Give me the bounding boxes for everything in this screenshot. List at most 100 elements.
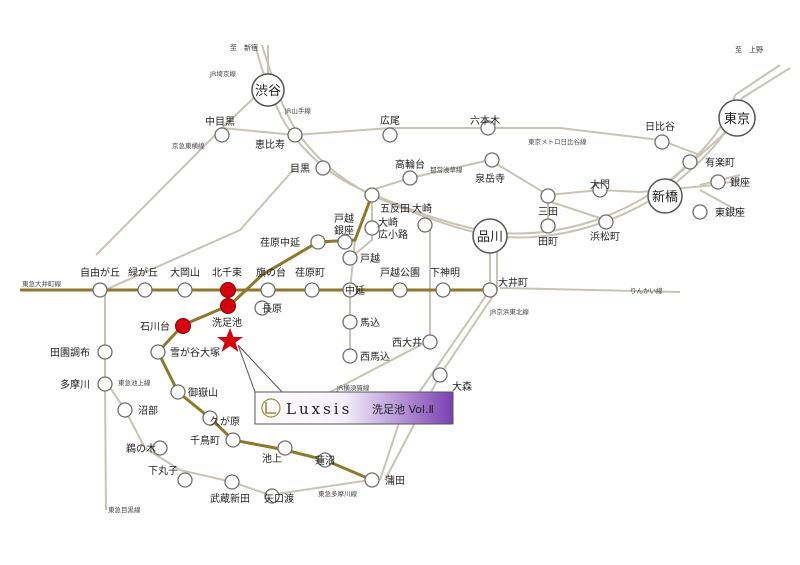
station-ikegami (277, 440, 293, 456)
label-daimon: 大門 (590, 178, 610, 191)
jr-keihin-tohoku-line (379, 232, 491, 481)
station-yukigayaotsuka (150, 344, 166, 360)
label-togoshiginza-2: 銀座 (334, 224, 354, 237)
label-ginza: 銀座 (730, 176, 750, 189)
label-magome: 馬込 (360, 317, 380, 329)
toei-asakusa-line (371, 158, 741, 197)
label-ebisu: 恵比寿 (255, 138, 285, 151)
line-label-metro-hibiya: 東京メトロ日比谷線 (528, 137, 587, 146)
line-label-tokyu-oimachi: 東急大井町線 (22, 279, 62, 288)
label-sengakuji: 泉岳寺 (475, 172, 505, 185)
callout-property: 洗足池 Vol.Ⅱ (372, 403, 434, 416)
label-omori: 大森 (452, 380, 472, 393)
label-nakameguro: 中目黒 (205, 115, 235, 128)
line-label-tokyu-tamagawa: 東急多摩川線 (318, 489, 358, 498)
label-mita: 三田 (538, 207, 558, 218)
station-osakihirokoji (364, 220, 380, 236)
label-tamachi: 田町 (538, 237, 558, 248)
label-nakanobu: 中延 (345, 284, 365, 297)
station-numabe (117, 402, 133, 418)
station-ontakesan (170, 384, 186, 400)
station-omori (432, 367, 448, 383)
station-togoshikoen (392, 282, 408, 298)
label-kamata: 蒲田 (385, 474, 405, 487)
label-togoshiginza-1: 戸越 (334, 212, 354, 225)
property-callout: Luxsis 洗足池 Vol.Ⅱ (254, 391, 454, 425)
label-hasunuma: 蓮沼 (315, 454, 335, 467)
callout-pointer (237, 344, 284, 393)
station-kugahara (202, 410, 218, 426)
station-tamagawa (97, 376, 113, 392)
hub-shinbashi (647, 178, 683, 214)
direction-ueno: 至 上野 (735, 45, 763, 54)
station-hamamatsucho (598, 214, 614, 230)
station-ishikawadai-highlight (175, 318, 191, 334)
jr-north-line (734, 64, 781, 96)
station-kamata (364, 472, 380, 488)
station-nishimagome (342, 348, 358, 364)
station-musashinitta (224, 474, 240, 490)
label-gotanda: 五反田 (380, 203, 410, 215)
station-labels: 中目黒 恵比寿 広尾 六本木 日比谷 有楽町 銀座 東銀座 目黒 高輪台 泉岳寺… (50, 114, 750, 505)
label-ishikawadai: 石川台 (140, 320, 170, 333)
hub-tokyo (718, 99, 756, 137)
station-ookayama (177, 282, 193, 298)
label-nishioi: 西大井 (392, 336, 422, 349)
line-label-jr-keihin-tohoku: JR京浜東北線 (489, 307, 529, 316)
label-ebaranakanobu: 荏原中延 (260, 236, 300, 249)
callout-box (254, 391, 454, 425)
station-hiroo (382, 127, 398, 143)
label-denenchofu: 田園調布 (50, 346, 90, 359)
hub-shibuya-label: 渋谷 (255, 84, 281, 99)
label-ikegami: 池上 (262, 452, 282, 465)
tokyu-ikegami-upper (349, 195, 373, 259)
label-ookayama: 大岡山 (170, 266, 200, 279)
hub-shinagawa (472, 218, 508, 254)
label-jiyugaoka: 自由が丘 (80, 266, 120, 279)
label-togoshi: 戸越 (360, 252, 380, 265)
jr-north-line-2 (741, 67, 791, 99)
label-meguro: 目黒 (290, 163, 310, 175)
station-jiyugaoka (92, 282, 108, 298)
callout-brand: Luxsis (286, 400, 352, 418)
station-denenchofu (97, 344, 113, 360)
label-senzokuike: 洗足池 (212, 316, 242, 329)
station-hibiya (654, 134, 670, 150)
station-ebaranakanobu (310, 234, 326, 250)
station-higashiginza (692, 204, 708, 220)
station-roppongi (480, 120, 496, 136)
hub-shinbashi-label: 新橋 (652, 189, 678, 205)
station-ebaramachi (304, 282, 320, 298)
label-shimomaruko: 下丸子 (148, 464, 178, 477)
label-yaguchinowatashi: 矢口渡 (264, 492, 294, 505)
line-label-jr-yokosuka: JR横須賀線 (336, 383, 370, 392)
hub-shibuya (251, 73, 285, 107)
station-ebisu (287, 127, 303, 143)
label-unoki: 鵜の木 (126, 442, 156, 455)
station-midorigaoka (137, 282, 153, 298)
label-ebaramachi: 荏原町 (295, 267, 325, 279)
hub-tokyo-label: 東京 (724, 111, 750, 127)
star-icon (217, 328, 243, 352)
station-kitasenzoku-highlight (220, 282, 236, 298)
station-yaguchinowatashi (264, 488, 280, 504)
label-ontakesan: 御嶽山 (188, 386, 218, 399)
label-hamamatsucho: 浜松町 (590, 230, 620, 243)
station-hasunuma (317, 452, 333, 468)
station-tamachi (540, 218, 556, 234)
jr-keihin-tohoku-line-2 (384, 232, 498, 481)
label-oimachi: 大井町 (498, 276, 528, 289)
label-togoshikoen: 戸越公園 (380, 266, 420, 279)
line-label-toei-asakusa: 都営浅草線 (430, 165, 463, 174)
station-takanawadai (402, 170, 418, 186)
label-hibiya: 日比谷 (645, 121, 675, 133)
station-osaki (417, 217, 433, 233)
label-kitasenzoku: 北千束 (212, 267, 242, 279)
label-roppongi: 六本木 (470, 114, 500, 127)
station-togoshi (342, 250, 358, 266)
label-yurakucho: 有楽町 (705, 156, 735, 169)
station-ginza (710, 174, 726, 190)
station-yurakucho (682, 154, 698, 170)
label-kugahara: 久が原 (210, 415, 240, 428)
